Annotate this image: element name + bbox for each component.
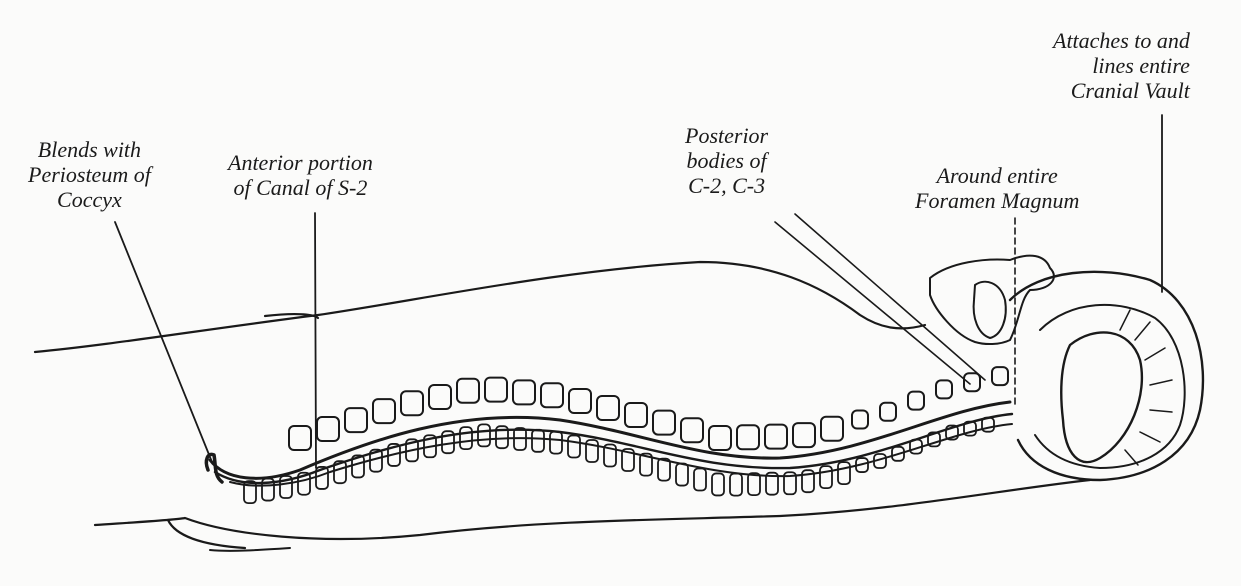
cranial-rays xyxy=(1120,310,1172,465)
vertebral-body xyxy=(586,440,598,462)
c2c3-leader-1 xyxy=(775,222,970,384)
vertebral-body xyxy=(568,436,580,458)
vertebral-body xyxy=(532,430,544,452)
vertebral-arch xyxy=(880,403,896,421)
vertebral-arch xyxy=(457,379,479,403)
vertebral-arch xyxy=(737,425,759,449)
vertebral-arch xyxy=(485,378,507,402)
vertebral-arch xyxy=(852,411,868,429)
vertebral-arch xyxy=(653,411,675,435)
vertebral-arch xyxy=(429,385,451,409)
vertebral-arch xyxy=(401,391,423,415)
vertebral-body xyxy=(730,474,742,496)
label-coccyx: Blends with Periosteum of Coccyx xyxy=(28,137,151,212)
vertebral-arch xyxy=(765,425,787,449)
s2-leader xyxy=(315,213,316,468)
skull-inner xyxy=(1035,305,1185,468)
face-profile xyxy=(930,256,1054,344)
vertebral-arch xyxy=(936,380,952,398)
label-c2-c3: Posterior bodies of C-2, C-3 xyxy=(685,123,768,198)
vertebral-arch xyxy=(513,380,535,404)
brain xyxy=(1061,332,1142,462)
vertebral-arch xyxy=(597,396,619,420)
vertebral-body xyxy=(838,462,850,484)
back-contour xyxy=(35,262,925,352)
vertebral-arch xyxy=(821,417,843,441)
vertebral-arch xyxy=(908,392,924,410)
vertebral-arch xyxy=(992,367,1008,385)
vertebral-body xyxy=(550,432,562,454)
vertebral-arch xyxy=(964,373,980,391)
vertebral-body xyxy=(748,473,760,495)
vertebral-arch xyxy=(289,426,311,450)
vertebral-arch xyxy=(793,423,815,447)
vertebral-body xyxy=(694,469,706,491)
vertebral-arch xyxy=(569,389,591,413)
lower-edge xyxy=(210,548,290,551)
label-foramen-magnum: Around entire Foramen Magnum xyxy=(915,163,1079,213)
vertebral-arch xyxy=(317,417,339,441)
vertebral-arch xyxy=(345,408,367,432)
vertebral-body xyxy=(460,427,472,449)
label-cranial-vault: Attaches to and lines entire Cranial Vau… xyxy=(1053,28,1190,103)
vertebral-body xyxy=(676,464,688,486)
skull-outer xyxy=(1010,272,1203,480)
vertebral-arch xyxy=(373,399,395,423)
vertebral-arch xyxy=(541,383,563,407)
jaw-teeth xyxy=(974,282,1006,338)
vertebral-arch xyxy=(709,426,731,450)
vertebral-body xyxy=(820,466,832,488)
vertebral-arch xyxy=(625,403,647,427)
c2c3-leader-2 xyxy=(795,214,985,380)
vertebral-arch xyxy=(681,418,703,442)
vertebral-body xyxy=(478,424,490,446)
coccyx-leader xyxy=(115,222,212,462)
vertebral-body xyxy=(712,473,724,495)
label-s2: Anterior portion of Canal of S-2 xyxy=(228,150,373,200)
